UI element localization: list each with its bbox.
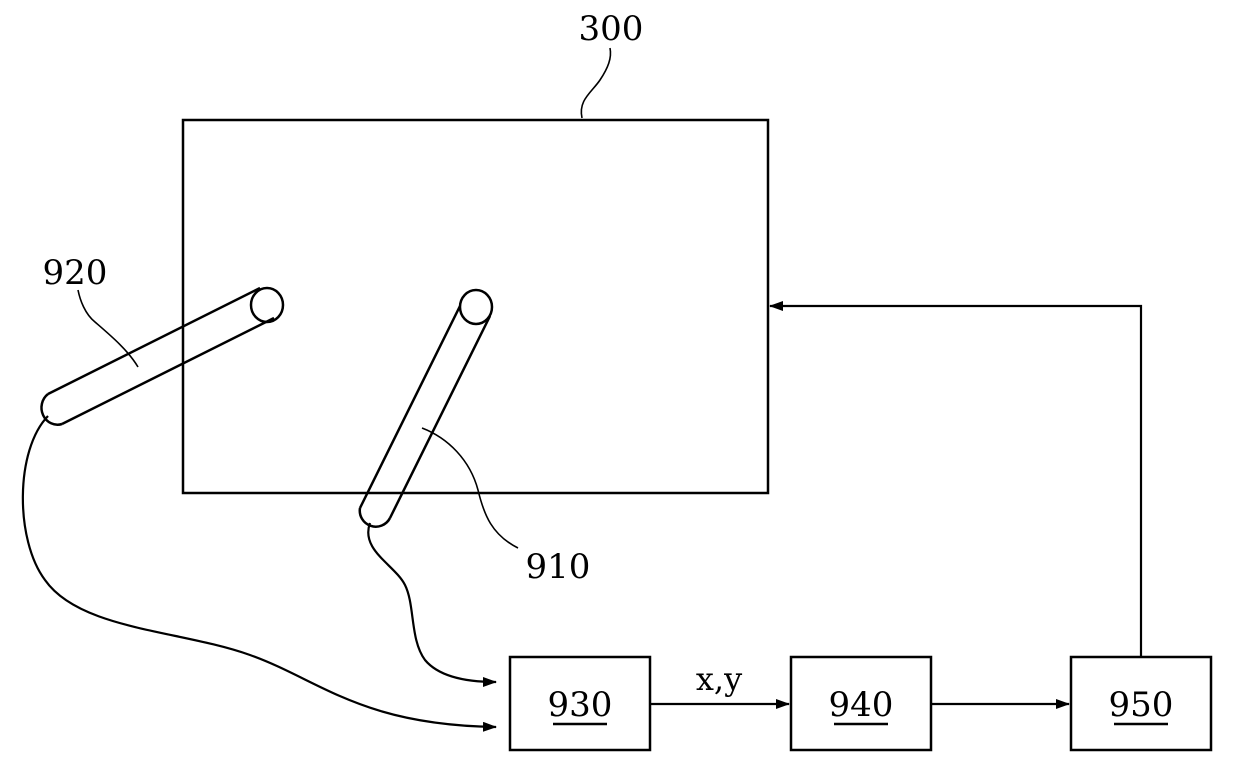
wire-910-to-930: [368, 523, 496, 682]
panel-300: [183, 120, 768, 493]
leader-300: [581, 48, 610, 118]
label-910: 910: [526, 547, 591, 587]
signal-label-xy: x,y: [696, 660, 742, 698]
sensor-920: [41, 288, 283, 425]
block-950-label: 950: [1109, 685, 1174, 725]
sensor-910-end-cap: [460, 290, 492, 324]
label-920: 920: [43, 253, 108, 293]
sensor-920-end-cap: [251, 288, 283, 322]
block-930-label: 930: [548, 685, 613, 725]
block-940-label: 940: [829, 685, 894, 725]
sensor-910: [360, 290, 492, 527]
leader-910: [422, 428, 518, 548]
leader-920: [78, 290, 138, 367]
label-300: 300: [579, 9, 644, 49]
feedback-950-to-300: [770, 306, 1141, 657]
wire-920-to-930: [23, 416, 496, 727]
